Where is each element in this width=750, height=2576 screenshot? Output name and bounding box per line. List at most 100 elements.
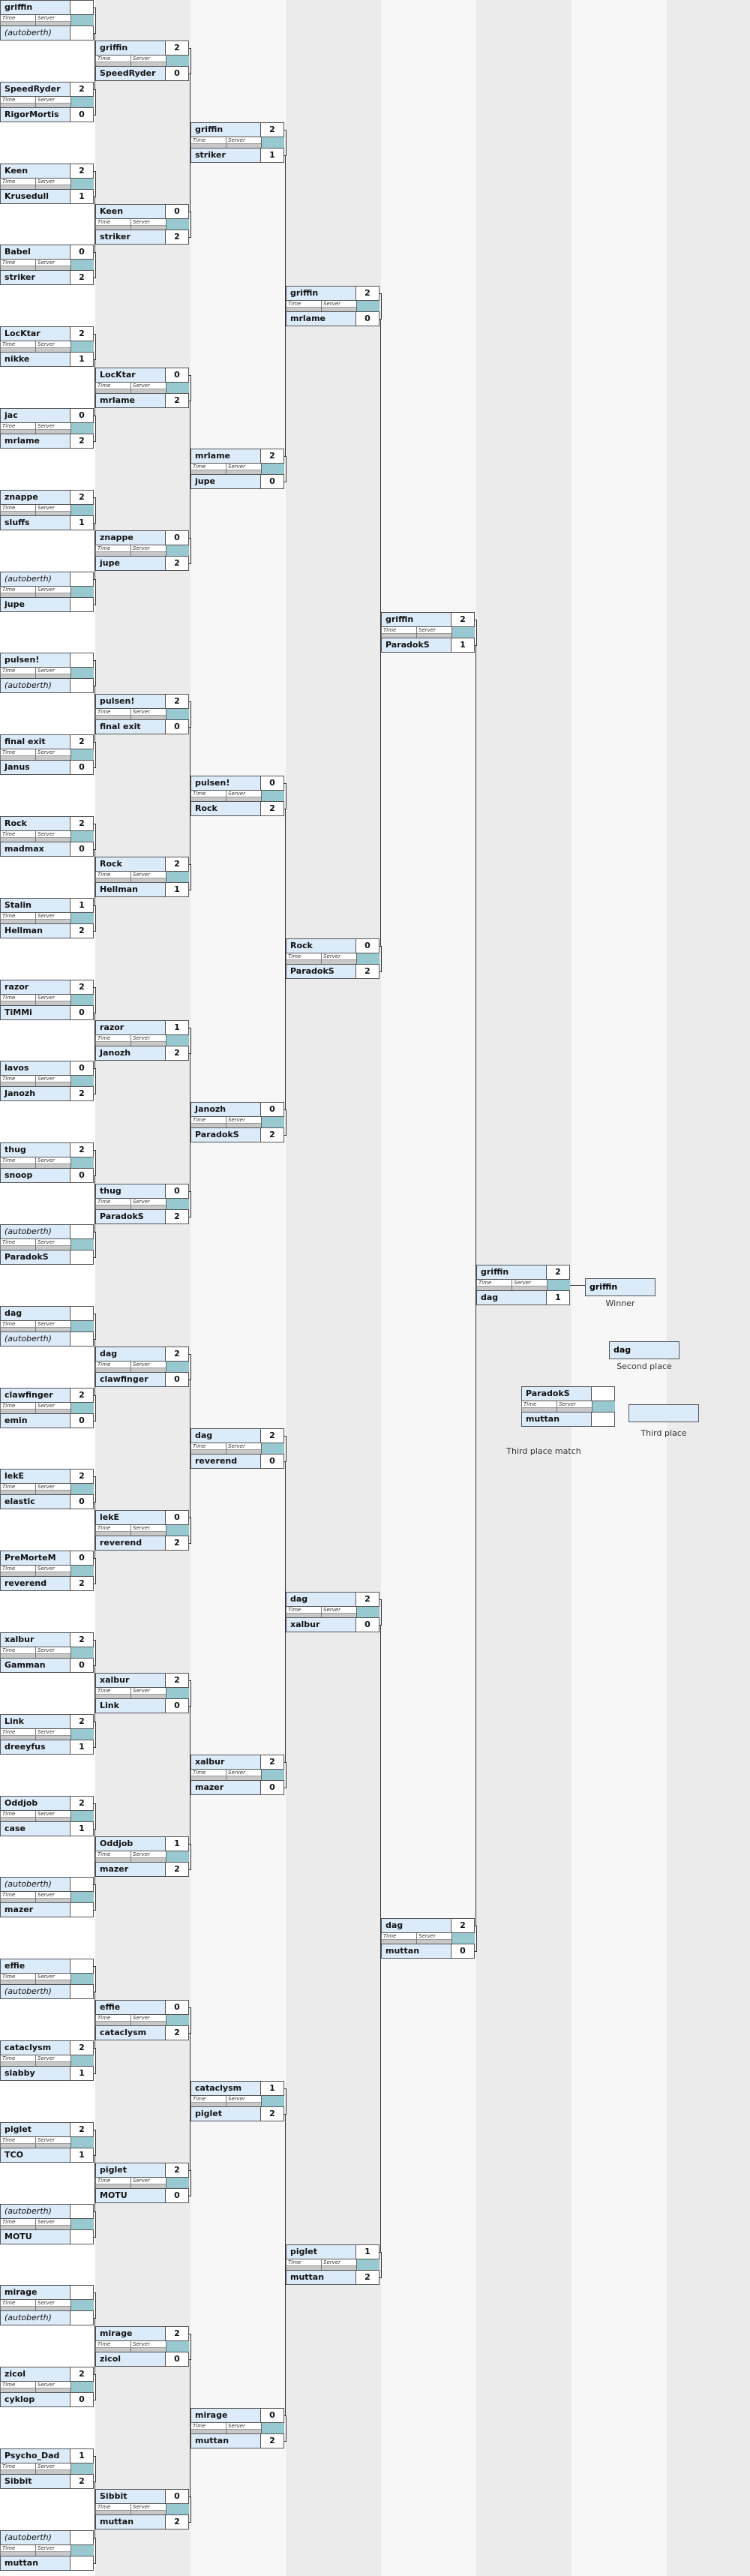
score-top[interactable]: 2 <box>70 326 94 341</box>
player-slot-top[interactable]: effie <box>0 1959 70 1974</box>
player-slot-top[interactable]: piglet <box>0 2122 70 2137</box>
player-slot-top[interactable]: piglet <box>286 2244 356 2259</box>
score-top[interactable]: 0 <box>166 1184 189 1199</box>
player-slot-bottom[interactable]: ParadokS <box>0 1250 70 1265</box>
player-slot-bottom[interactable]: reverend <box>190 1454 261 1469</box>
score-bottom[interactable]: 0 <box>70 1168 94 1183</box>
player-slot-top[interactable]: cataclysm <box>0 2040 70 2055</box>
score-top[interactable]: 0 <box>166 204 189 219</box>
player-slot-top[interactable]: final exit <box>0 734 70 749</box>
score-bottom[interactable]: 1 <box>166 882 189 897</box>
score-bottom[interactable]: 2 <box>166 393 189 408</box>
player-slot-bottom[interactable]: case <box>0 1821 70 1836</box>
score-top[interactable]: 1 <box>70 898 94 913</box>
score-top[interactable]: 2 <box>166 694 189 709</box>
player-slot-top[interactable]: Rock <box>286 938 356 953</box>
score-top[interactable]: 2 <box>70 164 94 179</box>
score-bottom[interactable]: 2 <box>356 2270 380 2285</box>
player-slot-bottom[interactable]: mazer <box>190 1780 261 1795</box>
score-top[interactable]: 0 <box>166 2000 189 2015</box>
player-slot-top[interactable]: lekE <box>95 1510 166 1525</box>
player-slot-top[interactable]: piglet <box>95 2163 166 2178</box>
score-top[interactable]: 2 <box>70 2367 94 2382</box>
player-slot-bottom[interactable]: final exit <box>95 719 166 734</box>
score-bottom[interactable]: 0 <box>70 1494 94 1509</box>
score-bottom[interactable]: 0 <box>70 1005 94 1020</box>
player-slot-bottom[interactable]: nikke <box>0 352 70 367</box>
player-slot-bottom[interactable]: dag <box>476 1290 547 1305</box>
player-slot-bottom[interactable]: (autoberth) <box>0 1984 70 1999</box>
score-bottom[interactable] <box>70 1332 94 1347</box>
player-slot-top[interactable]: effie <box>95 2000 166 2015</box>
score-top[interactable] <box>592 1386 615 1401</box>
player-slot-bottom[interactable]: Rock <box>190 801 261 816</box>
score-bottom[interactable]: 0 <box>452 1944 475 1959</box>
score-bottom[interactable] <box>70 26 94 41</box>
score-bottom[interactable]: 0 <box>166 1698 189 1713</box>
score-top[interactable]: 0 <box>166 2489 189 2504</box>
player-slot-top[interactable]: SpeedRyder <box>0 82 70 97</box>
player-slot-top[interactable]: mrlame <box>190 449 261 464</box>
player-slot-bottom[interactable]: snoop <box>0 1168 70 1183</box>
score-top[interactable]: 2 <box>70 816 94 831</box>
score-bottom[interactable]: 2 <box>70 434 94 449</box>
score-bottom[interactable]: 2 <box>70 1086 94 1101</box>
player-slot-bottom[interactable]: Janus <box>0 760 70 775</box>
player-slot-bottom[interactable]: mrlame <box>0 434 70 449</box>
player-slot-top[interactable]: griffin <box>476 1265 547 1280</box>
score-bottom[interactable] <box>70 1902 94 1917</box>
score-top[interactable]: 0 <box>261 776 284 791</box>
player-slot-bottom[interactable]: jupe <box>95 556 166 571</box>
score-top[interactable]: 0 <box>70 1061 94 1076</box>
player-slot-top[interactable]: lavos <box>0 1061 70 1076</box>
score-top[interactable]: 2 <box>70 82 94 97</box>
score-bottom[interactable]: 0 <box>166 2352 189 2367</box>
player-slot-bottom[interactable]: jupe <box>0 597 70 612</box>
score-top[interactable] <box>70 1306 94 1321</box>
score-top[interactable]: 2 <box>166 1347 189 1362</box>
score-top[interactable]: 1 <box>356 2244 380 2259</box>
score-top[interactable]: 0 <box>166 530 189 545</box>
score-bottom[interactable]: 0 <box>166 719 189 734</box>
player-slot-top[interactable]: ParadokS <box>521 1386 592 1401</box>
winner-box[interactable]: griffin <box>585 1278 656 1296</box>
score-top[interactable]: 2 <box>261 1428 284 1443</box>
player-slot-bottom[interactable]: jupe <box>190 474 261 489</box>
player-slot-top[interactable]: griffin <box>0 0 70 15</box>
player-slot-bottom[interactable]: clawfinger <box>95 1372 166 1387</box>
score-bottom[interactable]: 1 <box>70 1740 94 1755</box>
player-slot-top[interactable]: zicol <box>0 2367 70 2382</box>
player-slot-bottom[interactable]: Gamman <box>0 1658 70 1673</box>
player-slot-bottom[interactable]: MOTU <box>0 2229 70 2244</box>
player-slot-top[interactable]: (autoberth) <box>0 1224 70 1239</box>
score-bottom[interactable]: 2 <box>261 801 284 816</box>
player-slot-top[interactable]: LocKtar <box>95 368 166 383</box>
player-slot-top[interactable]: pulsen! <box>0 653 70 668</box>
score-bottom[interactable]: 0 <box>70 842 94 857</box>
score-bottom[interactable] <box>70 678 94 693</box>
score-bottom[interactable]: 0 <box>356 1617 380 1632</box>
score-bottom[interactable]: 2 <box>261 2106 284 2121</box>
score-top[interactable]: 2 <box>70 1796 94 1811</box>
score-top[interactable] <box>70 1224 94 1239</box>
player-slot-top[interactable]: griffin <box>381 612 452 627</box>
score-top[interactable] <box>70 2530 94 2545</box>
player-slot-bottom[interactable]: mrlame <box>286 311 356 326</box>
player-slot-top[interactable]: Janozh <box>190 1102 261 1117</box>
score-bottom[interactable]: 2 <box>166 556 189 571</box>
player-slot-bottom[interactable]: ParadokS <box>190 1127 261 1142</box>
score-top[interactable]: 0 <box>70 408 94 423</box>
score-top[interactable]: 1 <box>261 2081 284 2096</box>
score-bottom[interactable]: 2 <box>166 230 189 245</box>
player-slot-top[interactable]: znappe <box>0 490 70 505</box>
player-slot-top[interactable]: (autoberth) <box>0 1877 70 1892</box>
score-top[interactable]: 2 <box>166 857 189 872</box>
score-top[interactable]: 0 <box>261 1102 284 1117</box>
score-top[interactable]: 2 <box>166 2163 189 2178</box>
score-top[interactable]: 2 <box>261 122 284 137</box>
score-bottom[interactable]: 0 <box>70 2392 94 2407</box>
score-bottom[interactable]: 1 <box>70 189 94 204</box>
player-slot-top[interactable]: dag <box>0 1306 70 1321</box>
score-bottom[interactable]: 0 <box>70 1658 94 1673</box>
score-top[interactable] <box>70 2285 94 2300</box>
